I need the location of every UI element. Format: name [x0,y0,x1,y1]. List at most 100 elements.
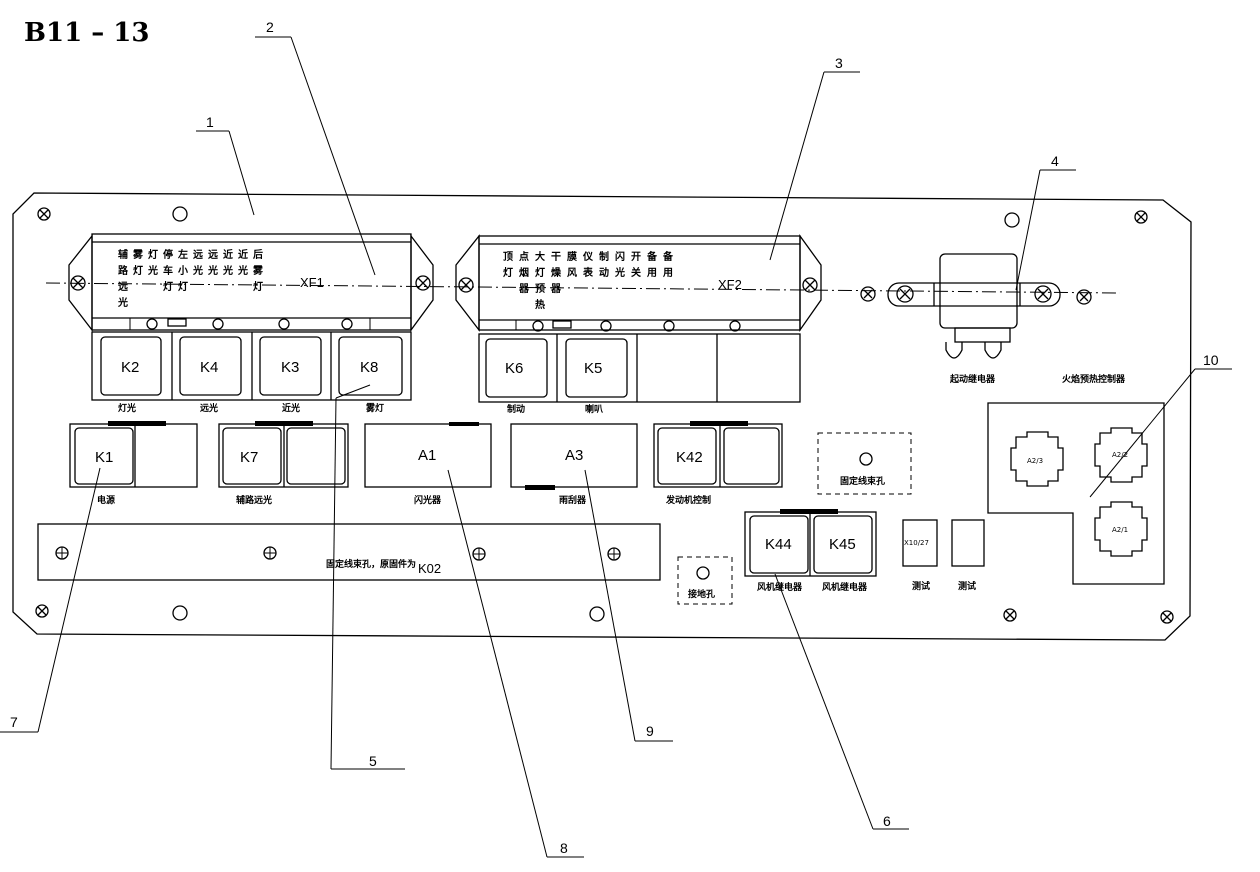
relay-k45-label: K45 [829,536,856,553]
xf2-fuse-col-4-char: 干 [551,251,561,263]
svg-text:K7: K7 [240,449,258,466]
xf2-fuse-col-3-char: 热 [535,298,545,311]
fuse-box-xf1 [68,233,434,332]
start-relay-component [860,253,1092,359]
test-2-label: 测试 [958,580,976,592]
xf1-fuse-col-4-char: 灯 [163,280,173,293]
module-a1: A1 [364,422,492,488]
xf2-fuse-col-11-char: 用 [662,267,673,279]
callout-9: 9 [646,723,654,739]
callout-3: 3 [835,55,843,71]
svg-text:K5: K5 [584,360,602,377]
xf2-fuse-col-6-char: 表 [582,266,594,279]
xf1-fuse-col-8-char: 近 [223,248,233,261]
xf1-fuse-col-5-char: 左 [177,248,188,261]
xf1-fuse-col-10-char: 后 [253,248,263,261]
ground-hole [677,556,733,605]
xf2-fuse-col-8-char: 光 [614,266,625,279]
k02-mounting-rail [37,523,661,581]
flame-preheat-controller [987,402,1165,585]
xf1-fuse-col-6-char: 光 [192,264,203,277]
xf1-fuse-col-3-char: 灯 [148,248,158,261]
panel-board [12,192,1192,641]
xf1-fuse-col-10-char: 灯 [253,280,263,293]
svg-text:K1: K1 [95,449,113,466]
xf2-fuse-col-6-char: 仪 [582,251,594,263]
xf2-fuse-col-4-char: 燥 [551,266,562,279]
xf1-fuse-col-1-char: 辅 [118,248,128,261]
start-relay-label: 起动继电器 [949,373,996,385]
xf1-fuse-col-7-char: 远 [208,249,218,261]
xf2-fuse-col-7-char: 动 [599,266,609,279]
svg-text:K42: K42 [676,449,703,466]
xf2-fuse-col-2-char: 点 [519,250,529,263]
xf2-fuse-col-2-char: 烟 [519,266,529,279]
relay-k42: K42 [653,421,783,488]
test-socket-x10-27 [902,519,938,567]
fuse-box-xf2 [455,233,822,333]
xf2-fuse-col-10-char: 备 [646,250,658,263]
xf2-fuse-col-3-char: 预 [535,283,545,295]
xf2-fuse-col-11-char: 备 [662,250,674,263]
xf1-fuse-col-1-char: 光 [117,296,128,309]
callout-numbers: 1 2 3 4 5 6 7 8 9 10 [10,19,1219,856]
relay-k42-caption: 发动机控制 [665,494,711,506]
xf1-fuse-col-5-char: 小 [177,264,188,277]
relay-k7: K7 [218,421,349,488]
xf1-fuse-col-8-char: 光 [222,264,233,277]
xf2-fuse-col-9-char: 开 [631,251,641,263]
svg-text:K2: K2 [121,359,139,376]
xf1-fuse-col-9-char: 光 [237,264,248,277]
xf1-fuse-col-1-char: 远 [118,281,128,293]
xf1-fuse-col-6-char: 远 [193,249,203,261]
xf1-fuse-col-1-char: 路 [118,264,129,277]
xf2-fuse-col-5-char: 风 [567,267,577,279]
relay-k2: K2 [100,336,162,396]
relay-k3-caption: 近光 [282,402,300,414]
xf1-fuse-col-3-char: 光 [147,264,158,277]
xf2-fuse-col-5-char: 膜 [567,250,577,263]
xf1-fuse-col-2-char: 灯 [133,264,143,277]
xf2-fuse-col-9-char: 关 [631,266,641,279]
relay-k6-caption: 制动 [507,403,525,415]
svg-text:A1: A1 [418,447,436,464]
xf1-fuse-col-4-char: 车 [163,264,173,277]
relay-k4: K4 [179,336,242,396]
relay-k3: K3 [259,336,322,396]
module-a1-caption: 闪光器 [414,494,442,506]
relay-k1-caption: 电源 [97,494,115,506]
module-a3: A3 [510,423,638,490]
xf1-fuse-col-7-char: 光 [207,264,218,277]
xf2-fuse-col-8-char: 闪 [615,250,625,263]
svg-text:K4: K4 [200,359,218,376]
relay-k44-k45 [744,509,877,577]
xf2-fuse-col-1-char: 顶 [503,251,513,263]
relay-k8: K8 [338,336,403,396]
xf1-fuse-col-4-char: 停 [163,248,173,261]
callout-1: 1 [206,114,214,130]
xf1-fuse-col-10-char: 雾 [252,265,264,277]
svg-text:K8: K8 [360,359,378,376]
socket-a2-2-label: A2/2 [1112,451,1128,459]
module-a3-caption: 雨刮器 [559,494,587,506]
relay-k6: K6 [485,338,548,398]
callout-5: 5 [369,753,377,769]
xf1-fuse-col-9-char: 近 [238,248,248,261]
relay-k4-caption: 远光 [200,402,218,414]
svg-text:K3: K3 [281,359,299,376]
relay-k5: K5 [565,338,628,398]
test-1-label: 测试 [912,580,930,592]
relay-k2-caption: 灯光 [118,402,136,414]
callout-10: 10 [1203,352,1219,368]
xf2-fuse-col-3-char: 大 [535,250,545,263]
fixing-harness-hole-label: 固定线束孔 [840,475,885,487]
xf2-fuse-col-1-char: 灯 [503,266,513,279]
xf1-fuse-col-5-char: 灯 [178,280,188,293]
xf2-fuse-col-4-char: 器 [550,283,562,295]
callout-6: 6 [883,813,891,829]
callout-4: 4 [1051,153,1059,169]
relay-k44-label: K44 [765,536,792,553]
